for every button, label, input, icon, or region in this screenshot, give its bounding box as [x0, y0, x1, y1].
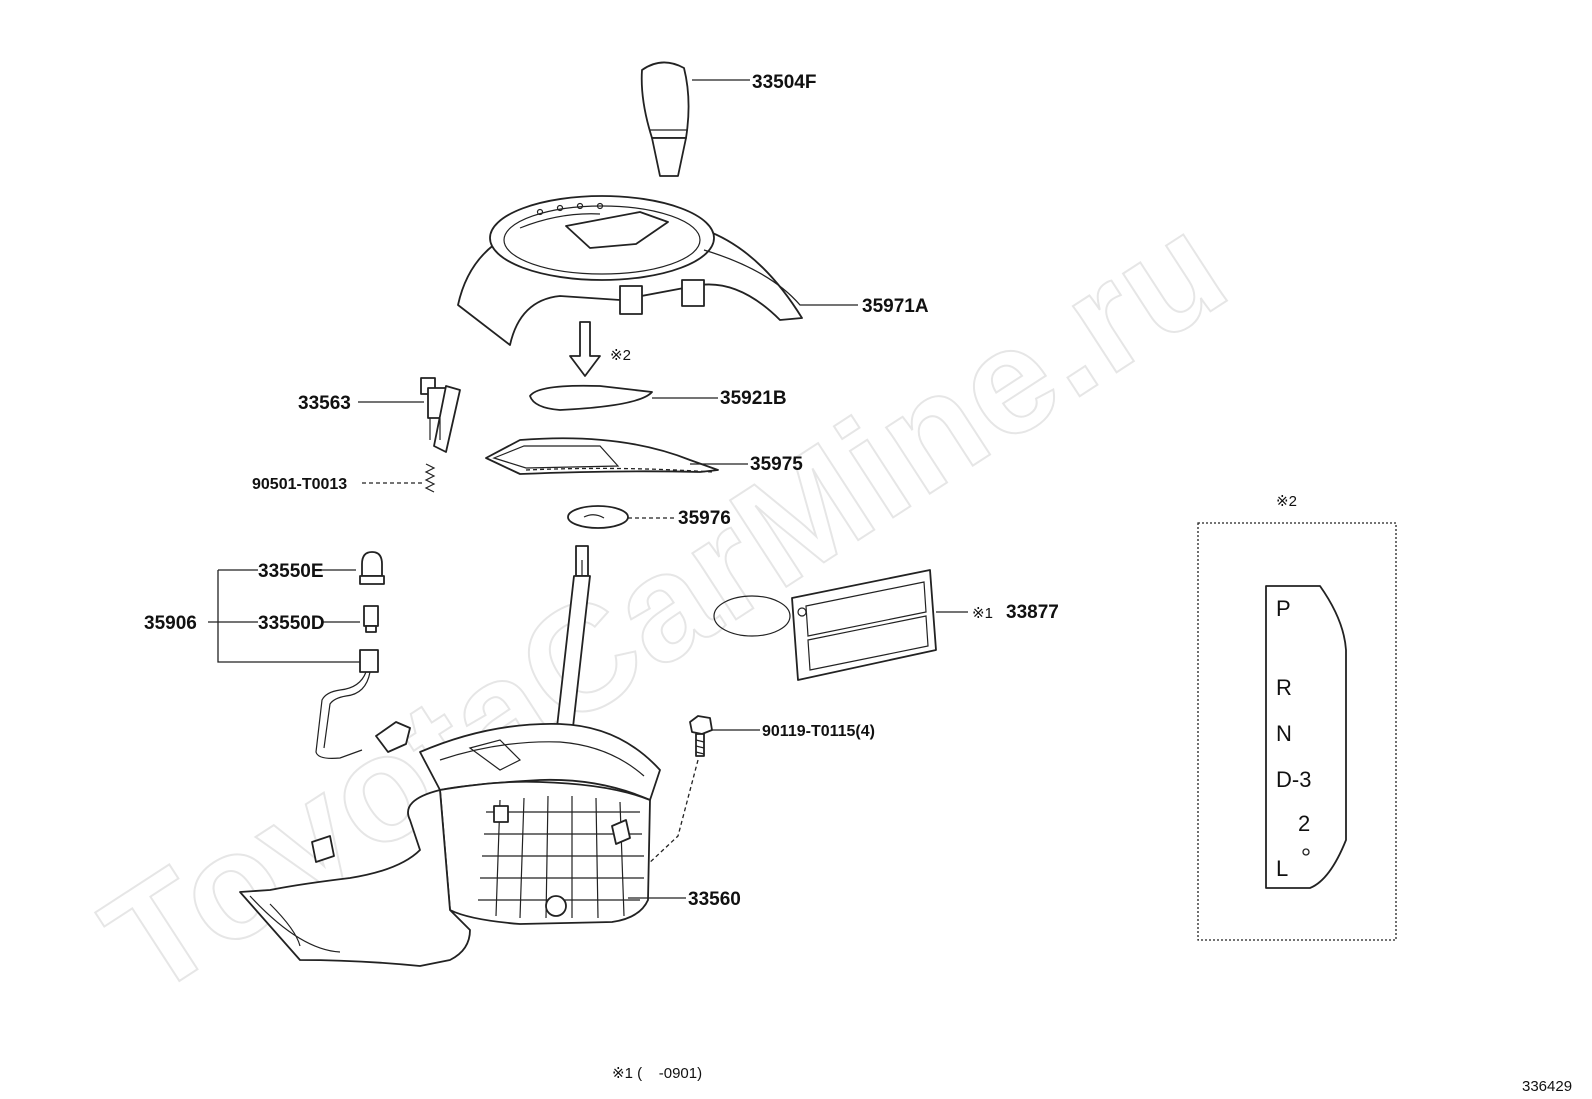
label-shift-lever-housing: 33560	[688, 889, 741, 910]
bulb-d-part	[363, 605, 379, 633]
label-plate-part	[713, 569, 968, 681]
plate-b-part	[529, 384, 718, 411]
gear-dot	[1302, 848, 1310, 856]
label-label-plate: 33877	[1006, 602, 1059, 623]
gear-p: P	[1276, 596, 1291, 621]
socket-part	[315, 649, 411, 759]
switch-part	[358, 377, 461, 453]
gear-indicator-plate	[1265, 585, 1347, 889]
screw-part	[645, 715, 760, 867]
label-slide-cover: 35975	[750, 454, 803, 475]
label-socket-assy: 35906	[144, 613, 197, 634]
shift-knob-part	[640, 61, 750, 177]
label-screw: 90119-T0115(4)	[762, 723, 875, 740]
arrow-ref-note: ※2	[610, 347, 631, 364]
footnote: ※1 ( -0901)	[612, 1065, 702, 1082]
bulb-e-part	[359, 551, 385, 585]
inset-frame	[1197, 522, 1397, 941]
disc-part	[567, 505, 676, 529]
arrow-down-icon	[569, 321, 601, 377]
gear-2: 2	[1298, 811, 1310, 836]
slide-cover-part	[485, 437, 748, 475]
inset-title: ※2	[1276, 493, 1297, 510]
label-plate-b: 35921B	[720, 388, 787, 409]
label-bulb-e: 33550E	[258, 561, 324, 582]
label-plate-ref: ※1	[972, 605, 993, 622]
gear-l: L	[1276, 856, 1288, 881]
spring-part	[362, 463, 436, 493]
label-switch: 33563	[298, 393, 351, 414]
gear-r: R	[1276, 675, 1292, 700]
label-indicator-housing: 35971A	[862, 296, 929, 317]
gear-d3: D-3	[1276, 767, 1311, 792]
gear-n: N	[1276, 721, 1292, 746]
label-disc: 35976	[678, 508, 731, 529]
bracket-lines	[208, 569, 360, 663]
label-spring: 90501-T0013	[252, 476, 347, 493]
label-knob: 33504F	[752, 72, 816, 93]
shift-lever-housing-part	[239, 545, 686, 967]
indicator-housing-part	[457, 195, 858, 346]
label-bulb-d: 33550D	[258, 613, 325, 634]
diagram-id: 336429	[1522, 1078, 1572, 1095]
